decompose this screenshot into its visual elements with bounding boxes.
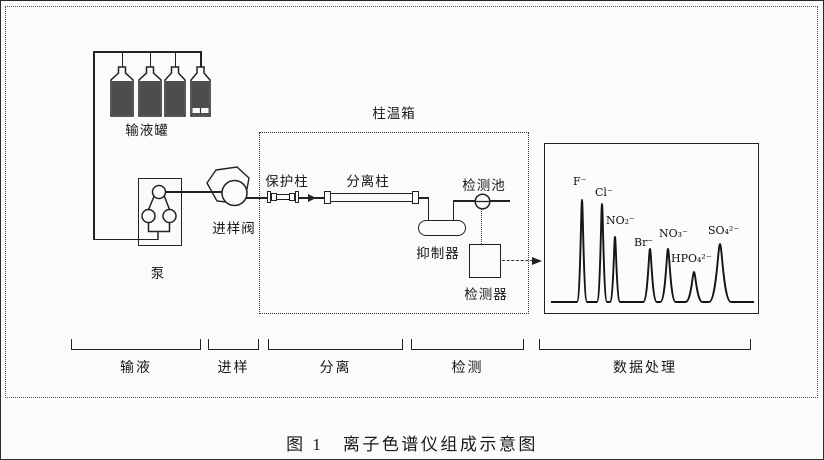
peak-label: HPO₄²⁻: [671, 252, 712, 265]
guard-column-stem: [289, 193, 295, 201]
column-out-line: [419, 197, 429, 199]
peak-label: NO₂⁻: [606, 214, 635, 227]
pump-heads-icon: [141, 184, 177, 240]
eluent-tank: [164, 66, 186, 117]
stage-bracket-separation: [268, 339, 403, 350]
valve-to-guard-line: [246, 197, 268, 199]
guard-column-cap: [295, 191, 299, 203]
signal-arrow-icon: [532, 256, 542, 265]
to-cell-line: [452, 200, 475, 202]
detector-box: [469, 244, 501, 278]
manifold-top-line: [93, 51, 201, 53]
suppressor-out-line: [452, 200, 454, 221]
detection-cell-icon: [473, 192, 491, 210]
separation-column-cap: [412, 191, 419, 204]
peak-label: F⁻: [573, 175, 587, 188]
separation-column-label: 分离柱: [346, 174, 390, 189]
figure-dotted-border: [5, 6, 818, 398]
tank-tube-4: [200, 51, 202, 67]
chromatogram-plot: [551, 199, 754, 303]
peak-label: Br⁻: [634, 236, 654, 249]
detection-cell-label: 检测池: [462, 178, 506, 193]
eluent-tank: [190, 66, 211, 117]
flow-arrow-icon: [308, 194, 316, 202]
guard-column-cap: [267, 191, 271, 203]
injection-valve-label: 进样阀: [212, 221, 256, 236]
tank-tube-2: [149, 51, 151, 67]
pump-box: [138, 178, 182, 246]
suppressor-shape: [418, 220, 466, 236]
manifold-left-line: [93, 51, 95, 240]
reservoir-label: 输液罐: [125, 123, 169, 138]
separation-column-tube: [331, 193, 412, 202]
figure-caption: 图 1 离子色谱仪组成示意图: [286, 435, 538, 454]
stage-label-detection: 检测: [451, 361, 484, 376]
guard-column-stem: [271, 193, 277, 201]
stage-label-injection: 进样: [217, 361, 250, 376]
chromatogram-panel: F⁻ Cl⁻ NO₂⁻ Br⁻ NO₃⁻ HPO₄²⁻ SO₄²⁻: [544, 143, 759, 314]
detector-signal-line: [502, 259, 533, 261]
pump-to-valve-line: [166, 191, 224, 193]
eluent-tank: [138, 66, 162, 117]
to-suppressor-line: [427, 197, 429, 221]
cell-to-detector-line: [481, 209, 482, 244]
column-oven-label: 柱温箱: [372, 106, 416, 121]
stage-label-eluent: 输液: [120, 361, 152, 376]
stage-label-separation: 分离: [319, 361, 352, 376]
tank-tube-1: [121, 51, 123, 67]
separation-column-cap: [324, 191, 331, 204]
pump-label: 泵: [150, 266, 166, 281]
tank-tube-3: [174, 51, 176, 67]
stage-bracket-data: [539, 339, 751, 350]
eluent-tank: [110, 66, 134, 117]
peak-label: Cl⁻: [595, 186, 613, 199]
column-oven-box: [259, 132, 529, 314]
stage-bracket-injection: [208, 339, 259, 350]
stage-label-data: 数据处理: [613, 361, 677, 376]
stage-bracket-eluent: [71, 339, 201, 350]
stage-bracket-detection: [411, 339, 524, 350]
detector-label: 检测器: [464, 287, 508, 302]
guard-column-label: 保护柱: [265, 174, 309, 189]
peak-label: NO₃⁻: [659, 227, 688, 240]
pump-return-line: [93, 238, 158, 240]
suppressor-label: 抑制器: [416, 246, 460, 261]
cell-waste-line: [490, 200, 510, 202]
peak-label: SO₄²⁻: [708, 224, 740, 237]
guard-column-tube: [277, 194, 289, 200]
injection-valve-icon: [206, 166, 250, 207]
